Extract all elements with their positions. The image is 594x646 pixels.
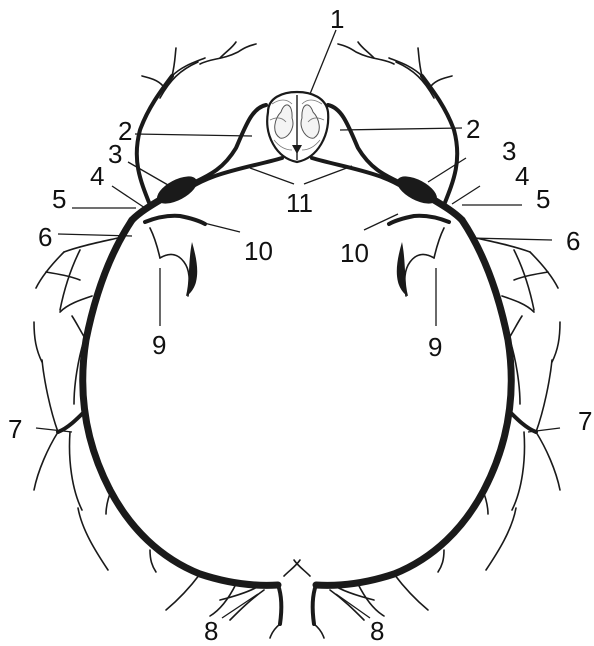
label-3-left: 3 [108,139,122,169]
label-4-right: 4 [515,161,529,191]
spinal-cord-section [267,92,328,162]
label-4-left: 4 [90,161,104,191]
label-8-right: 8 [370,616,384,646]
label-7-right: 7 [578,406,592,436]
label-5-left: 5 [52,184,66,214]
label-9-right: 9 [428,332,442,362]
label-1: 1 [330,4,344,34]
label-6-left: 6 [38,222,52,252]
label-2-right: 2 [466,114,480,144]
label-10-right: 10 [340,238,369,268]
label-5-right: 5 [536,184,550,214]
label-11: 11 [286,188,313,218]
label-7-left: 7 [8,414,22,444]
right-spinal-nerve [294,42,560,638]
label-9-left: 9 [152,330,166,360]
left-spinal-nerve [34,42,300,638]
label-10-left: 10 [244,236,273,266]
label-8-left: 8 [204,616,218,646]
label-6-right: 6 [566,226,580,256]
